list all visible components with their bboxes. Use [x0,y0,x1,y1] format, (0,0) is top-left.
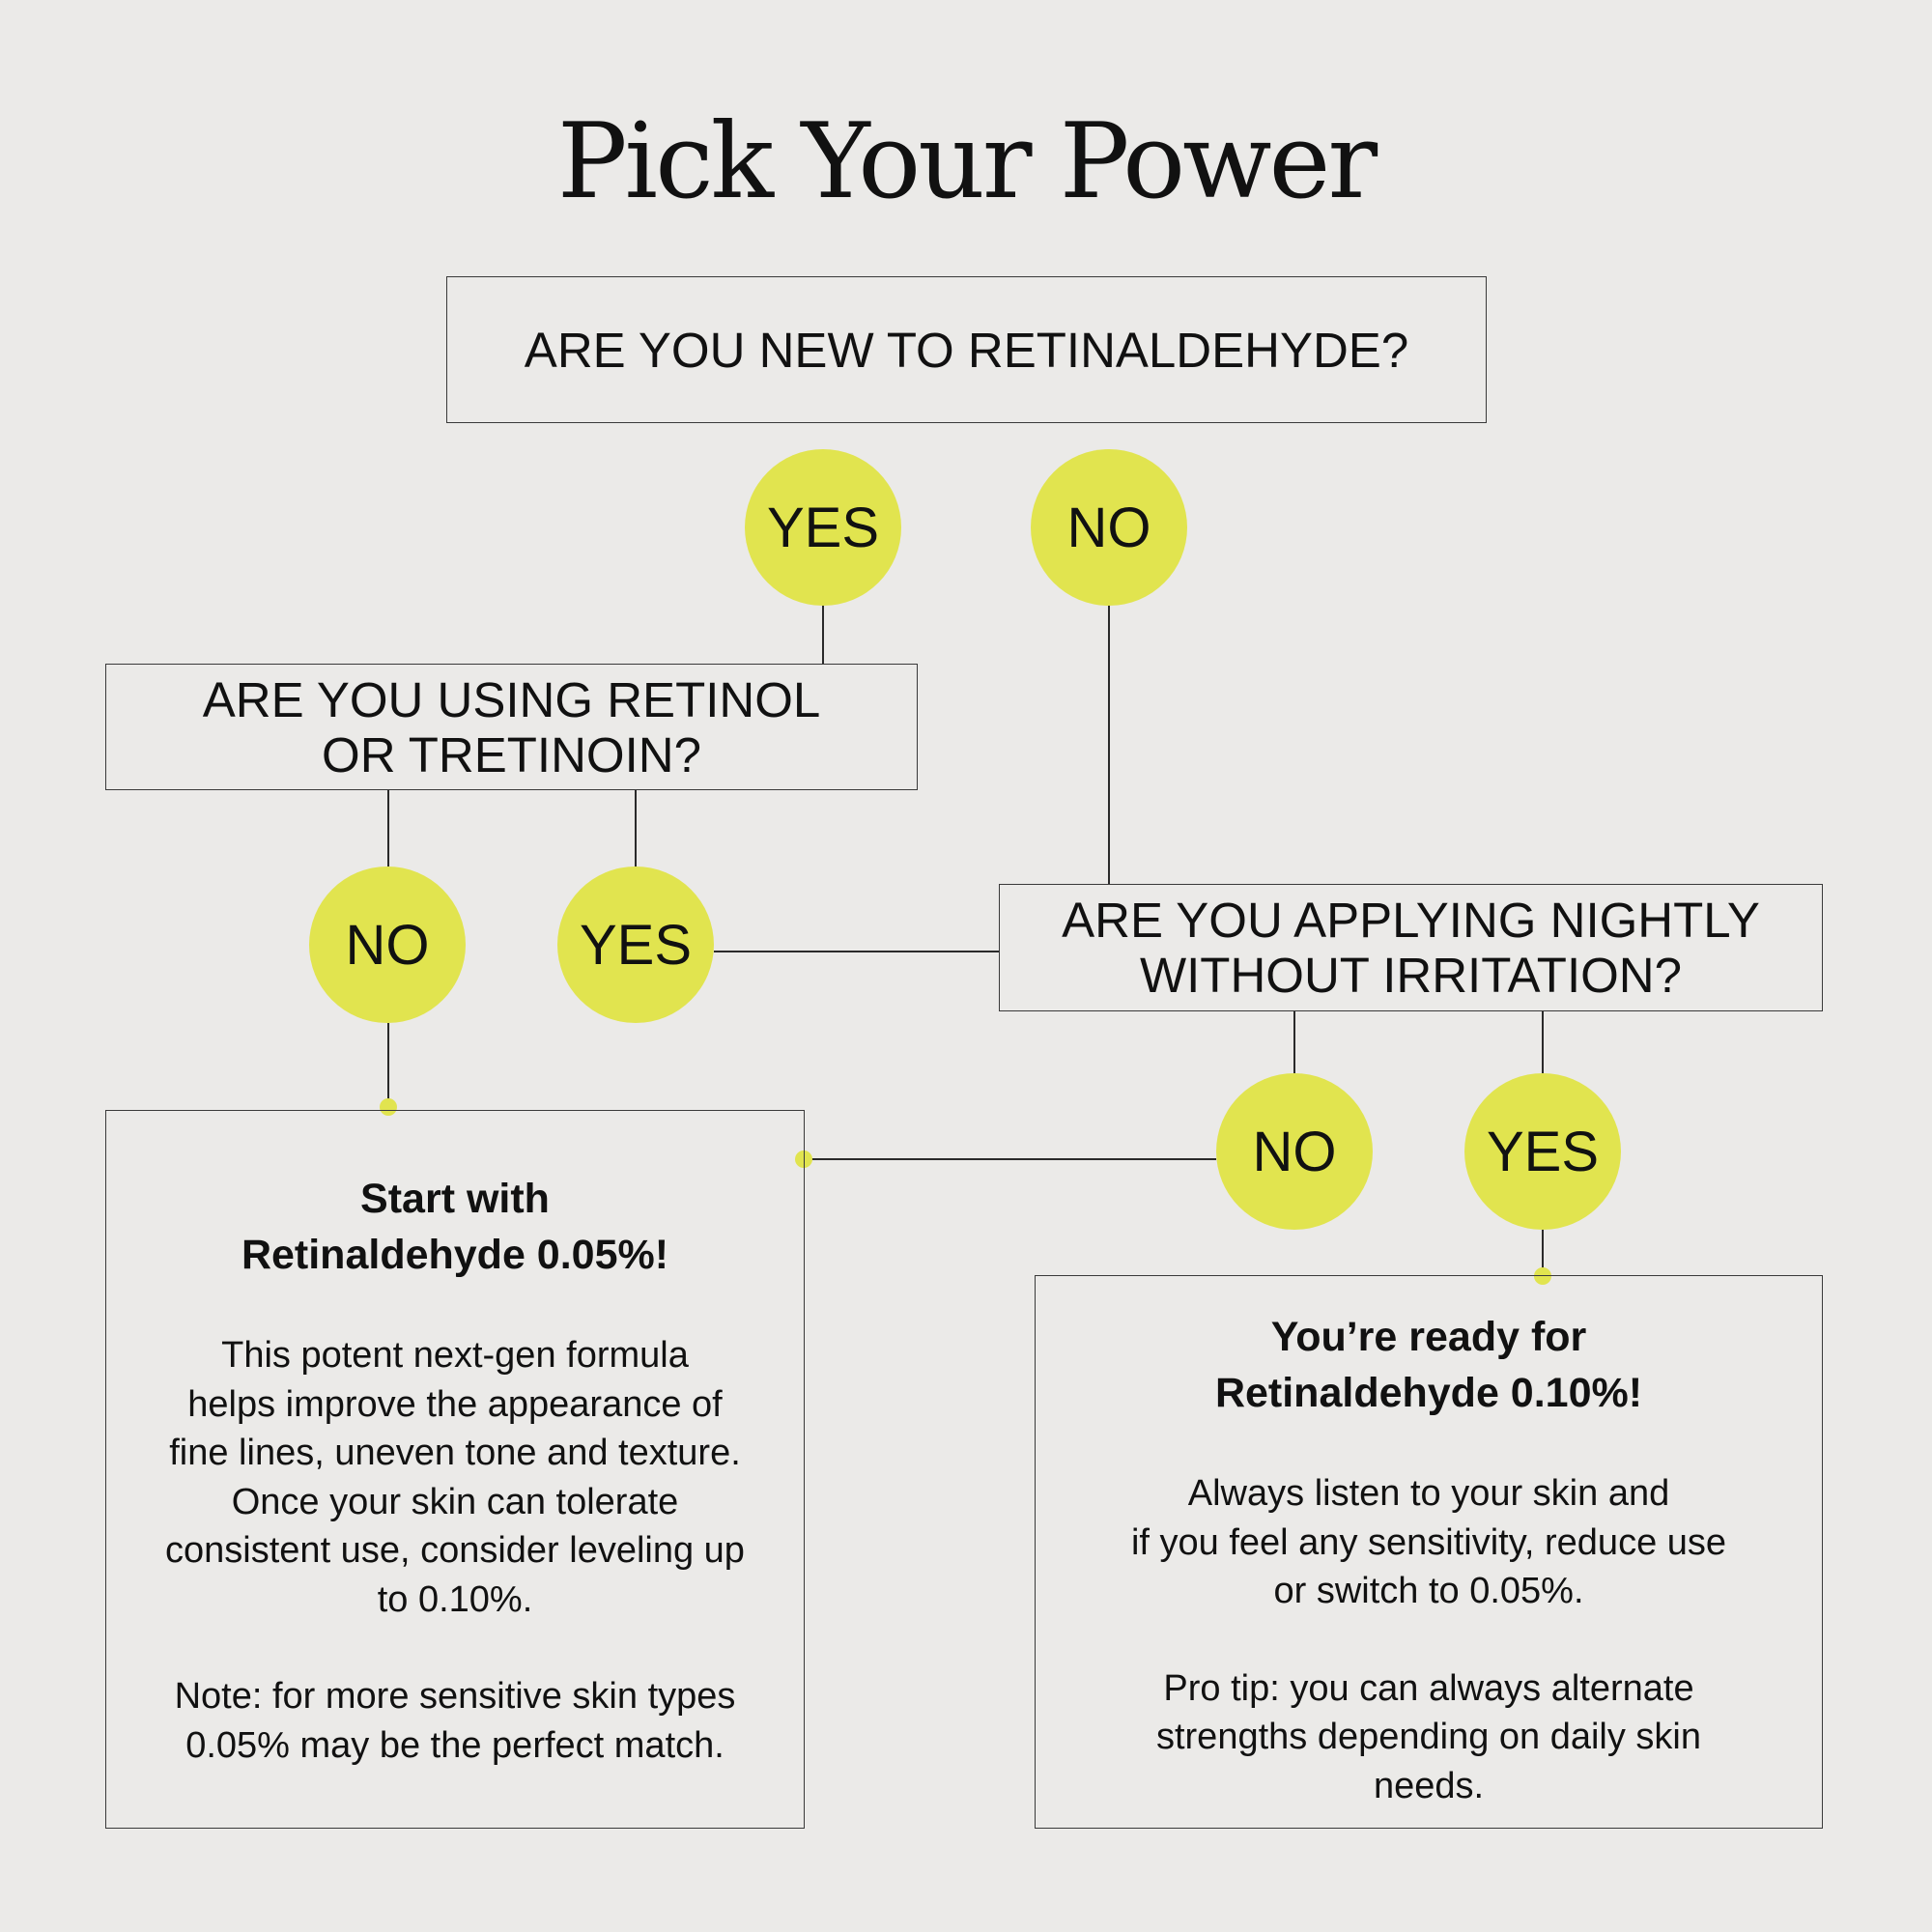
result-left-body-1: This potent next-gen formula [221,1335,689,1376]
answer-q3-no: NO [1216,1073,1373,1230]
question-using-retinol-line-1: ARE YOU USING RETINOL [202,671,821,727]
result-ready-for-010: You’re ready for Retinaldehyde 0.10%! Al… [1035,1275,1823,1829]
result-right-body-3: or switch to 0.05%. [1273,1571,1584,1611]
result-right-tip-1: Pro tip: you can always alternate [1163,1667,1694,1709]
result-left-body-4: Once your skin can tolerate [231,1481,679,1522]
result-left-body-6: to 0.10%. [377,1578,533,1620]
result-right-tip-2: strengths depending on daily skin [1155,1717,1702,1757]
result-left-body-2: helps improve the appearance of [187,1383,723,1425]
result-right-heading-1: You’re ready for [1270,1314,1587,1360]
answer-q1-no: NO [1031,449,1187,606]
answer-q2-no: NO [309,867,466,1023]
result-left-heading-2: Retinaldehyde 0.05%! [241,1232,669,1278]
result-right-heading-2: Retinaldehyde 0.10%! [1214,1370,1643,1416]
result-left-body-5: consistent use, consider leveling up [165,1530,745,1571]
answer-q3-yes: YES [1464,1073,1621,1230]
connector-dot-left-top [380,1098,397,1116]
question-applying-nightly-line-2: WITHOUT IRRITATION? [1140,948,1682,1003]
result-left-note-1: Note: for more sensitive skin types [174,1676,736,1717]
answer-q1-yes: YES [745,449,901,606]
result-right-body-1: Always listen to your skin and [1187,1473,1670,1514]
question-applying-nightly: ARE YOU APPLYING NIGHTLY WITHOUT IRRITAT… [999,884,1823,1011]
question-new-to-retinaldehyde: ARE YOU NEW TO RETINALDEHYDE? [446,276,1487,423]
question-new-to-retinaldehyde-text: ARE YOU NEW TO RETINALDEHYDE? [524,322,1409,378]
result-start-with-005: Start with Retinaldehyde 0.05%! This pot… [105,1110,805,1829]
question-using-retinol-or-tretinoin: ARE YOU USING RETINOL OR TRETINOIN? [105,664,918,790]
connector-dot-right-top [1534,1267,1551,1285]
result-right-tip-3: needs. [1373,1765,1485,1806]
result-right-body-2: if you feel any sensitivity, reduce use [1130,1521,1727,1563]
result-left-body-3: fine lines, uneven tone and texture. [169,1433,741,1473]
answer-q2-yes: YES [557,867,714,1023]
question-using-retinol-line-2: OR TRETINOIN? [322,726,701,782]
result-left-note-2: 0.05% may be the perfect match. [185,1724,724,1766]
page-title: Pick Your Power [556,101,1378,222]
question-applying-nightly-line-1: ARE YOU APPLYING NIGHTLY [1062,893,1760,948]
result-left-heading-1: Start with [360,1176,550,1222]
